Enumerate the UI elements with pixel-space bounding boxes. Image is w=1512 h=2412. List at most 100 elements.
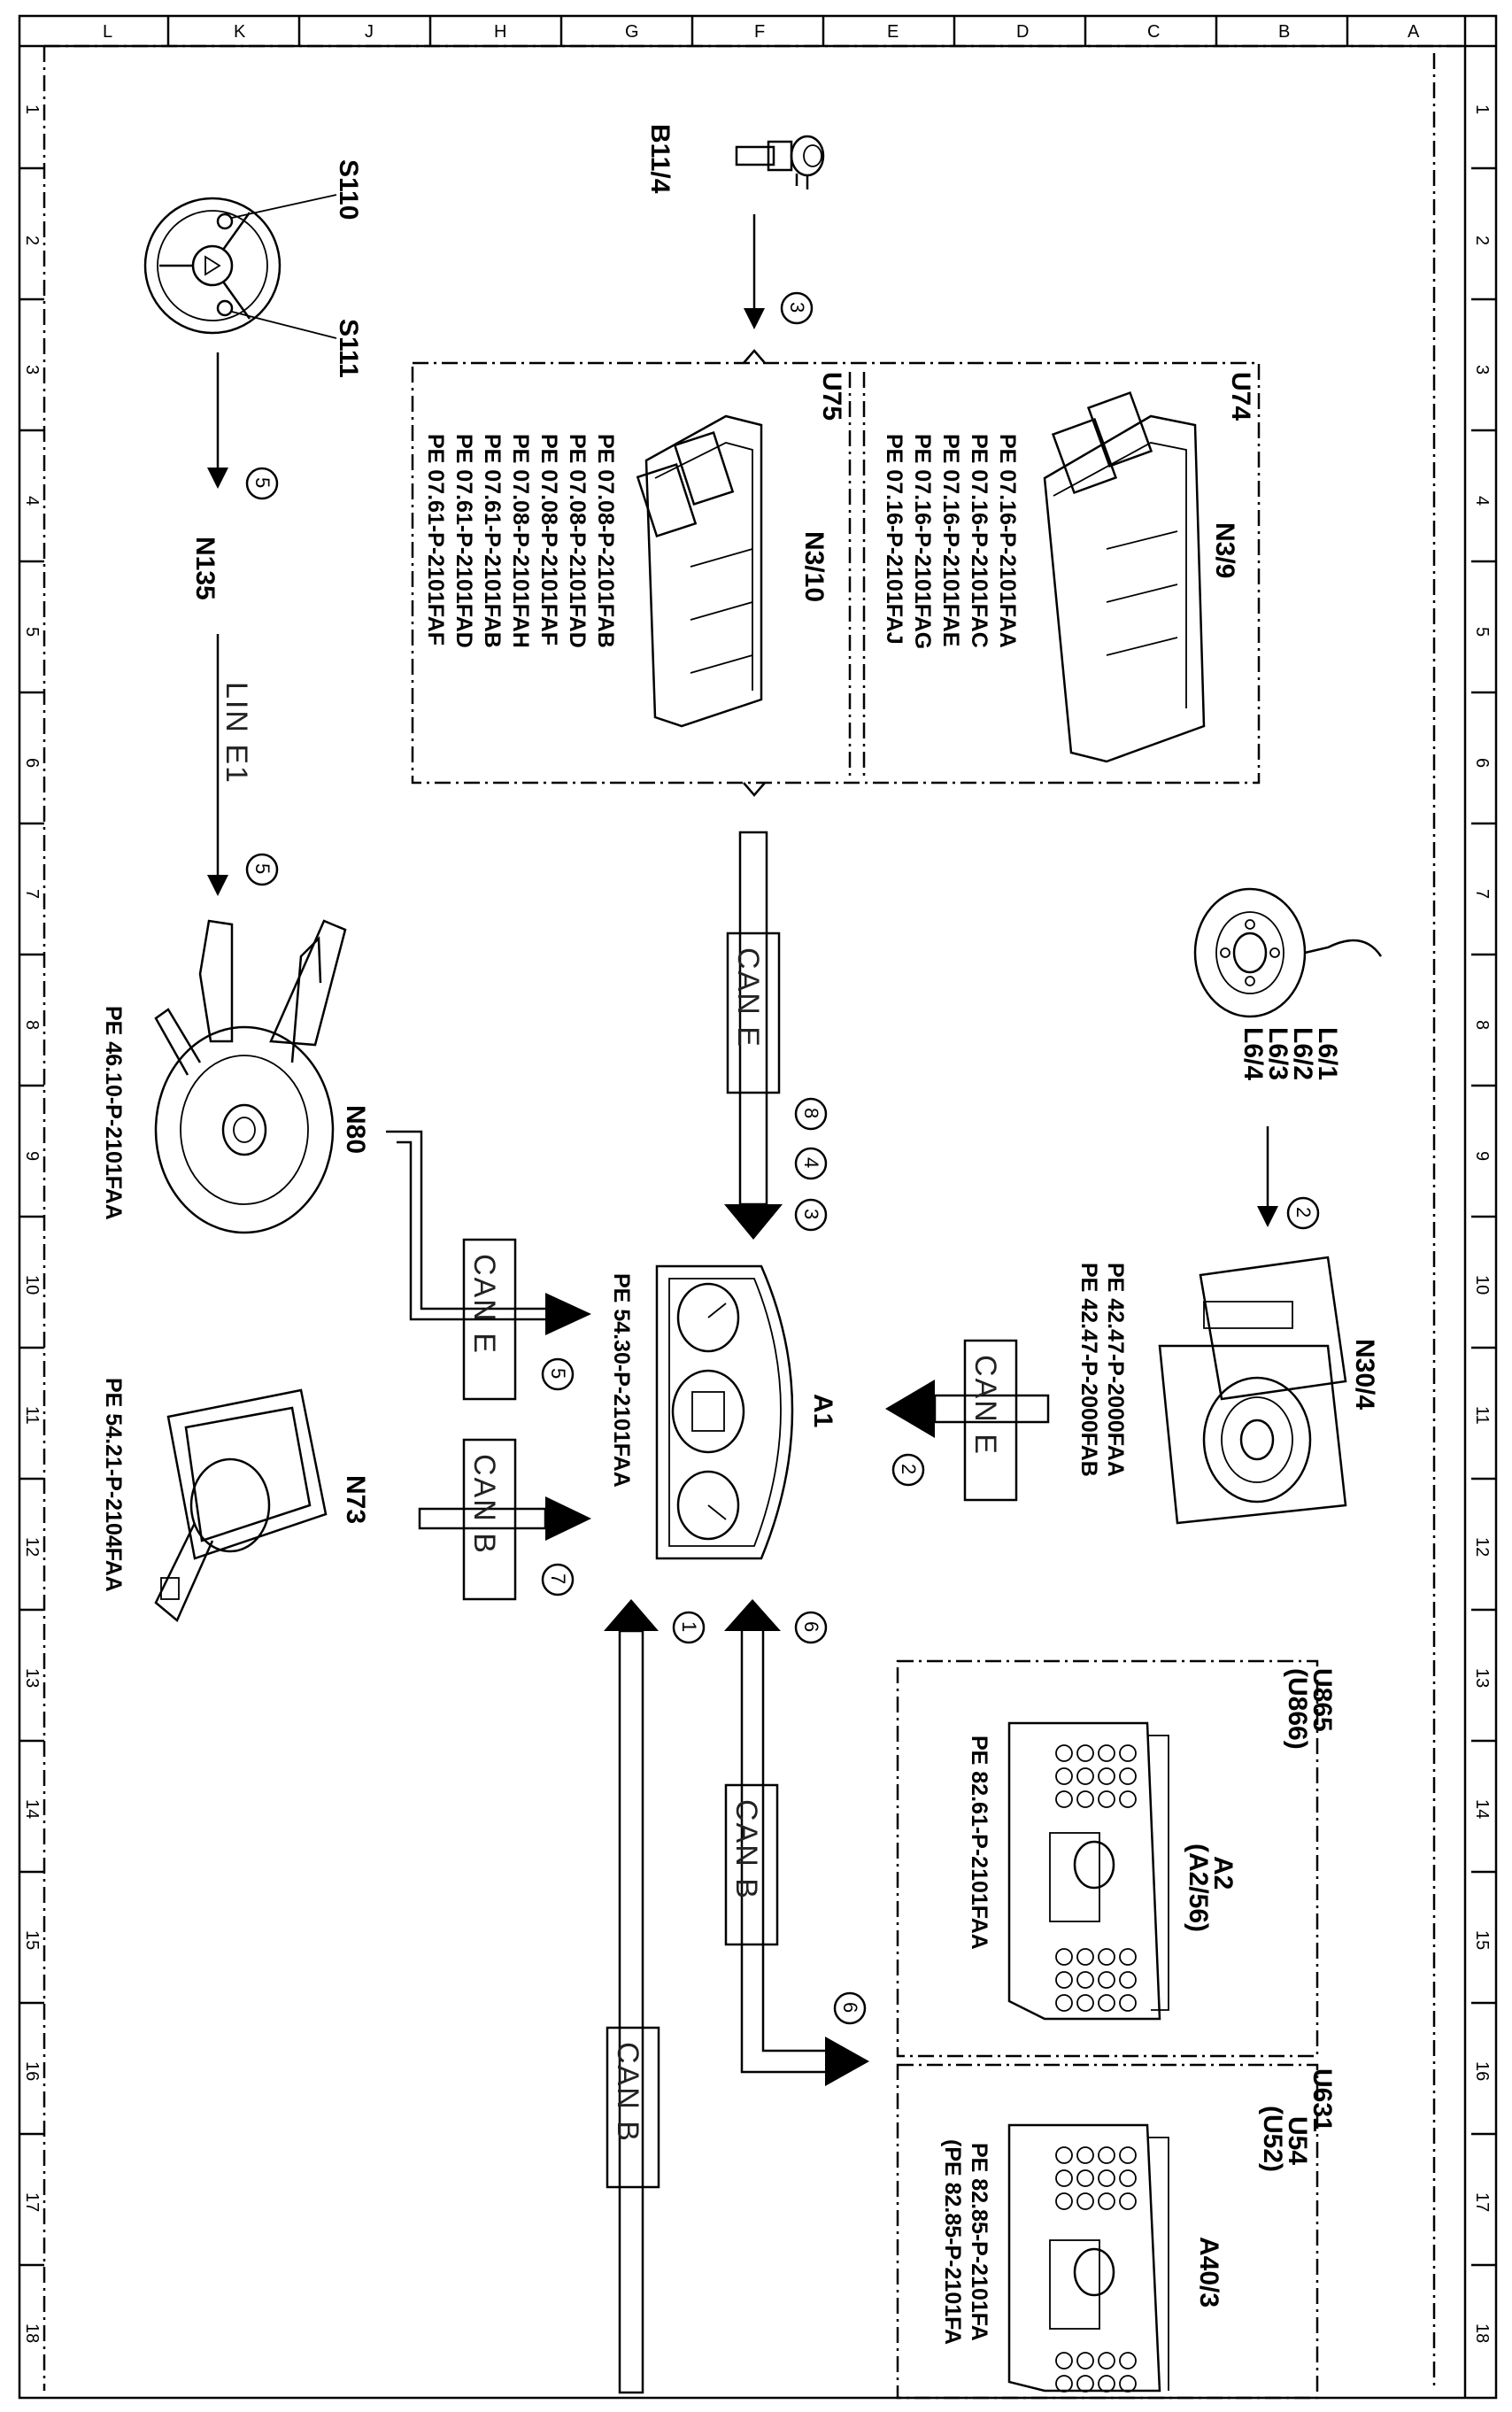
signal-badge	[245, 853, 279, 886]
b11-4-label: B11/4	[645, 124, 675, 194]
grid-letters: L K J H G F E D C B A	[103, 16, 1420, 46]
can-e-bus-tag	[963, 1339, 1018, 1502]
signal-badge	[794, 1147, 828, 1180]
a1-instrument-cluster	[655, 1264, 794, 1560]
grid-number: 9	[1472, 1151, 1492, 1161]
a1-pe-reference: PE 54.30-P-2101FAA	[609, 1273, 634, 1488]
grid-letter: E	[887, 22, 899, 42]
grid-letter: K	[234, 22, 246, 42]
n80-pe-reference: PE 46.10-P-2101FAA	[101, 1006, 126, 1220]
grid-letter: H	[494, 22, 506, 42]
can-b-bus-tag	[462, 1438, 517, 1601]
grid-number: 12	[1472, 1537, 1492, 1557]
grid-number: 18	[22, 2323, 42, 2343]
signal-number: 8	[800, 1108, 822, 1118]
can-e-bus-label: CAN E	[467, 1254, 501, 1355]
grid-number: 6	[1472, 758, 1492, 768]
grid-number: 8	[1472, 1020, 1492, 1030]
can-b-bus-label: CAN B	[729, 1799, 763, 1900]
signal-badge	[891, 1453, 925, 1487]
signal-badge	[833, 1991, 867, 2025]
pe-reference: PE 42.47-P-2000FAA	[1103, 1263, 1128, 1477]
grid-letter: A	[1408, 22, 1420, 42]
grid-number: 10	[22, 1275, 42, 1295]
n3-10-ecu	[636, 414, 763, 728]
u631-label: U631	[1308, 2068, 1337, 2132]
n3-9-pe-references: PE 07.16-P-2101FAA PE 07.16-P-2101FAC PE…	[882, 434, 1020, 649]
a2-label: A2	[1208, 1856, 1238, 1890]
grid-number: 17	[22, 2192, 42, 2212]
inner-border	[42, 44, 1465, 2391]
grid-number: 9	[22, 1151, 42, 1161]
n3-10-pe-references: PE 07.08-P-2101FAB PE 07.08-P-2101FAD PE…	[423, 434, 618, 648]
u52-label: (U52)	[1258, 2106, 1287, 2172]
grid-number: 5	[1472, 627, 1492, 637]
signal-number: 2	[898, 1464, 920, 1474]
n3-9-ecu	[1043, 390, 1206, 763]
signal-badge	[780, 291, 814, 325]
grid-number: 8	[22, 1020, 42, 1030]
pe-reference: PE 82.85-P-2101FA	[967, 2143, 991, 2341]
signal-number: 6	[839, 2002, 861, 2013]
grid-number: 2	[1472, 236, 1492, 245]
l6-label: L6/1	[1313, 1027, 1342, 1080]
pe-reference: PE 07.61-P-2101FAB	[480, 434, 505, 648]
pe-reference: PE 07.16-P-2101FAG	[910, 434, 935, 649]
l6-wheel-speed-sensor	[1193, 887, 1383, 1018]
grid-letter: D	[1016, 22, 1029, 42]
audio-radio-group	[896, 2063, 1319, 2400]
signal-badge	[794, 1198, 828, 1232]
grid-number: 6	[22, 758, 42, 768]
n3-10-label: N3/10	[799, 531, 829, 602]
grid-numbers	[19, 166, 1496, 2267]
u75-label: U75	[817, 372, 846, 421]
n80-steering-column-module	[154, 919, 347, 1234]
signal-badge	[541, 1357, 575, 1391]
signal-number: 5	[251, 477, 274, 488]
a2-pe-reference: PE 82.61-P-2101FAA	[967, 1736, 991, 1950]
engine-control-group	[411, 361, 1261, 785]
can-b-bus-label: CAN B	[467, 1454, 501, 1555]
pe-reference: PE 07.61-P-2101FAF	[423, 434, 448, 646]
signal-number: 5	[251, 863, 274, 874]
can-b-bus-tag	[724, 1783, 779, 1946]
n30-4-pe-references: PE 42.47-P-2000FAA PE 42.47-P-2000FAB	[1076, 1263, 1128, 1477]
grid-letter: J	[365, 22, 374, 42]
signal-number: 7	[547, 1573, 569, 1584]
signal-badge	[794, 1611, 828, 1644]
n73-pe-reference: PE 54.21-P-2104FAA	[101, 1378, 126, 1592]
grid-number: 18	[1472, 2323, 1492, 2343]
n80-label: N80	[341, 1105, 370, 1154]
grid-number: 15	[22, 1930, 42, 1950]
can-e-bus-tag	[462, 1238, 517, 1401]
grid-number: 4	[22, 496, 42, 506]
a2-radio-unit	[1007, 1721, 1169, 2021]
grid-number: 7	[1472, 889, 1492, 899]
sheet-border	[18, 14, 1498, 2400]
n3-9-label: N3/9	[1210, 522, 1239, 578]
u54-label: U54	[1283, 2116, 1312, 2165]
pe-reference: PE 07.16-P-2101FAC	[967, 434, 991, 648]
pe-reference: PE 07.16-P-2101FAA	[995, 434, 1020, 648]
a1-label: A1	[808, 1394, 837, 1427]
grid-number: 3	[1472, 365, 1492, 375]
signal-number: 5	[547, 1368, 569, 1379]
pe-reference: PE 07.08-P-2101FAD	[565, 434, 590, 648]
signal-number: 6	[800, 1621, 822, 1632]
b11-4-sensor	[735, 135, 825, 189]
l6-labels: L6/1 L6/2 L6/3 L6/4	[1238, 1027, 1342, 1080]
pe-reference: PE 07.08-P-2101FAH	[508, 434, 533, 648]
signal-number: 1	[678, 1621, 700, 1632]
grid-number: 5	[22, 627, 42, 637]
grid-number: 13	[1472, 1668, 1492, 1688]
can-e-bus-tag	[726, 932, 781, 1094]
grid-number: 12	[22, 1537, 42, 1557]
grid-number: 11	[1472, 1406, 1492, 1425]
pe-reference: PE 07.16-P-2101FAJ	[882, 434, 906, 645]
grid-number: 17	[1472, 2192, 1492, 2212]
signal-badge	[794, 1097, 828, 1131]
pe-reference: PE 42.47-P-2000FAB	[1076, 1263, 1101, 1477]
can-b-bus-label: CAN B	[611, 2042, 644, 2143]
a40-3-label: A40/3	[1194, 2237, 1223, 2308]
